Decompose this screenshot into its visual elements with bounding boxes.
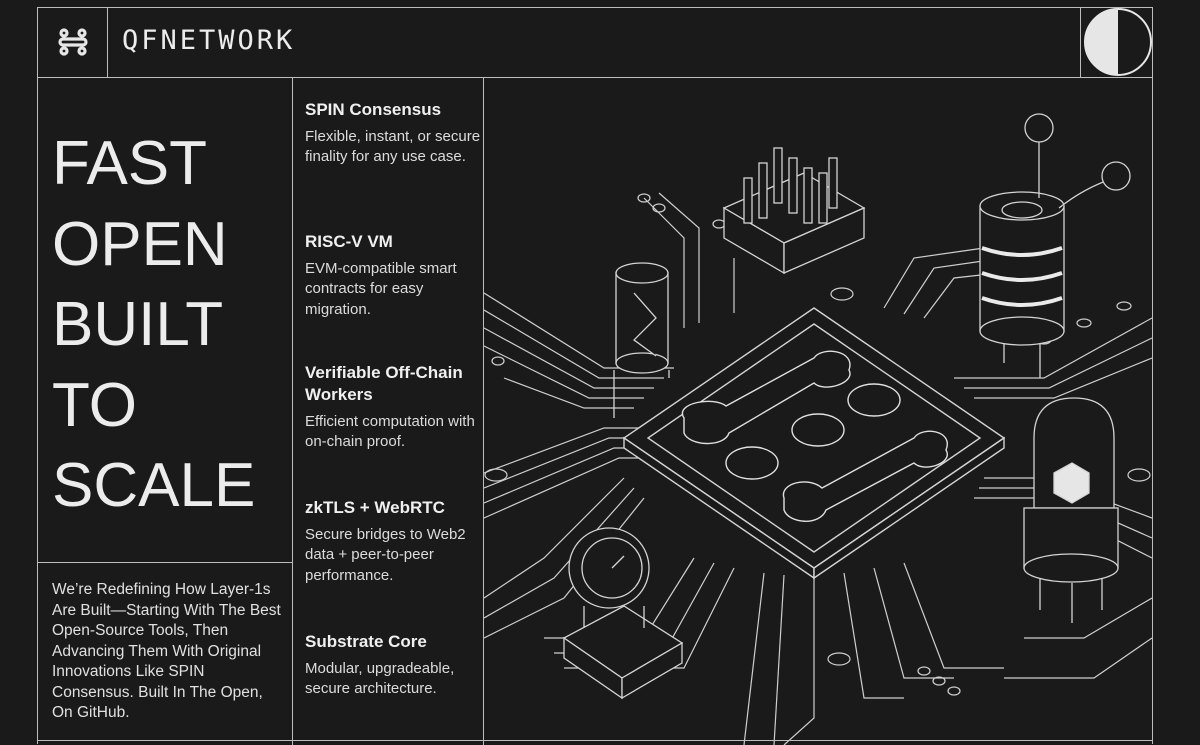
features-column: SPIN Consensus Flexible, instant, or sec…	[293, 78, 484, 745]
feature-title: zkTLS + WebRTC	[305, 498, 445, 517]
hero-line: FAST	[52, 129, 208, 198]
page-frame: QFNETWORK FAST OPEN BUILT TO SCALE We’re…	[37, 7, 1153, 745]
hero-line: OPEN	[52, 209, 228, 279]
divider	[37, 740, 1153, 741]
hero-title: FAST OPEN BUILT TO SCALE	[52, 124, 255, 527]
circuit-illustration	[484, 78, 1152, 745]
circuit-board-illustration	[484, 113, 1152, 745]
theme-toggle-button[interactable]	[1080, 8, 1152, 77]
dots-grid-icon	[58, 28, 88, 56]
hero-description: We’re Redefining How Layer-1s Are Built—…	[52, 581, 281, 721]
feature-text: Secure bridges to Web2 data + peer-to-pe…	[305, 526, 466, 584]
brand-name[interactable]: QFNETWORK	[122, 25, 296, 56]
header: QFNETWORK	[38, 8, 1152, 78]
feature-title: RISC-V VM	[305, 232, 393, 251]
feature-text: Flexible, instant, or secure finality fo…	[305, 128, 481, 166]
feature-text: EVM-compatible smart contracts for easy …	[305, 260, 457, 318]
divider	[38, 562, 292, 563]
feature-risc-v-vm: RISC-V VM EVM-compatible smart contracts…	[305, 231, 481, 320]
feature-title: SPIN Consensus	[305, 100, 442, 119]
hero-column: FAST OPEN BUILT TO SCALE We’re Redefinin…	[38, 78, 293, 745]
feature-text: Modular, upgradeable, secure architectur…	[305, 660, 455, 698]
feature-title: Verifiable Off-Chain Workers	[305, 363, 463, 404]
feature-offchain-workers: Verifiable Off-Chain Workers Efficient c…	[305, 362, 481, 453]
feature-text: Efficient computation with on-chain proo…	[305, 413, 475, 451]
hero-line: BUILT	[52, 290, 224, 359]
hero-line: SCALE	[52, 451, 256, 520]
half-circle-icon	[1084, 8, 1152, 76]
hero-line: TO	[52, 370, 137, 440]
feature-substrate-core: Substrate Core Modular, upgradeable, sec…	[305, 631, 481, 700]
feature-zktls-webrtc: zkTLS + WebRTC Secure bridges to Web2 da…	[305, 497, 481, 586]
logo[interactable]	[38, 8, 108, 77]
feature-title: Substrate Core	[305, 632, 427, 651]
feature-spin-consensus: SPIN Consensus Flexible, instant, or sec…	[305, 99, 481, 168]
